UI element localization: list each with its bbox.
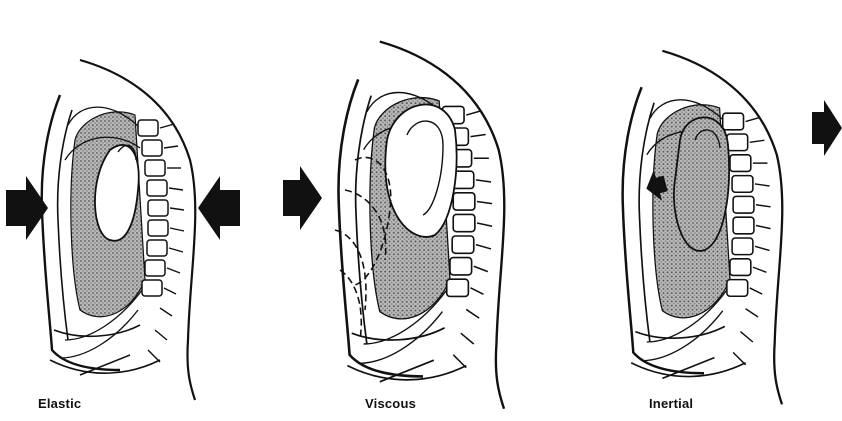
arrow-right-icon [283, 166, 322, 230]
arrow-left-icon [198, 176, 240, 240]
caption-viscous: Viscous [365, 396, 416, 411]
caption-elastic: Elastic [38, 396, 81, 411]
panel-inertial [623, 51, 783, 405]
heart-shape [674, 117, 729, 251]
panel-elastic [42, 60, 196, 400]
panel-viscous [335, 42, 504, 409]
caption-inertial: Inertial [649, 396, 693, 411]
arrow-right-icon [812, 100, 842, 156]
